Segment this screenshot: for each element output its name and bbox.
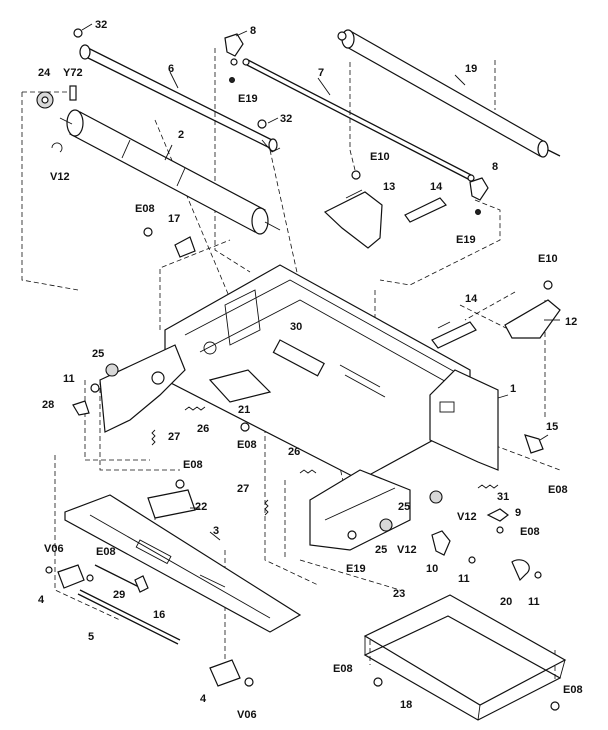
springs <box>151 406 499 516</box>
label-11-lower: 11 <box>458 573 470 585</box>
part-14a <box>404 197 447 223</box>
roller-4a <box>45 564 85 589</box>
label-22: 22 <box>195 501 207 513</box>
roller-shaft-6 <box>79 44 281 153</box>
label-21: 21 <box>238 404 250 416</box>
label-v06-bottom: V06 <box>237 709 257 721</box>
label-14-top: 14 <box>430 181 443 193</box>
screws-top <box>73 28 553 290</box>
bracket-8a <box>224 33 244 83</box>
label-24: 24 <box>38 67 51 79</box>
label-12: 12 <box>565 316 577 328</box>
label-e10-top: E10 <box>370 151 390 163</box>
roller-4b <box>209 659 254 687</box>
label-10: 10 <box>426 563 438 575</box>
left-side-plate <box>72 344 186 433</box>
label-26-center: 26 <box>288 446 300 458</box>
label-8-right: 8 <box>492 161 498 173</box>
screws-bottom <box>86 422 560 711</box>
label-16: 16 <box>153 609 165 621</box>
main-frame <box>164 264 471 481</box>
label-32-top: 32 <box>95 19 107 31</box>
label-27-center: 27 <box>237 483 249 495</box>
label-e08-mid: E08 <box>183 459 203 471</box>
base-plate-3 <box>64 494 302 633</box>
label-e08-upper: E08 <box>135 203 155 215</box>
label-e10-right: E10 <box>538 253 558 265</box>
label-e08-bottom-left: E08 <box>333 663 353 675</box>
shaft-7 <box>242 58 475 182</box>
label-1: 1 <box>510 383 516 395</box>
bracket-8b <box>469 177 489 215</box>
lower-bracket <box>309 469 411 551</box>
label-v06-left: V06 <box>44 543 64 555</box>
side-plate-1 <box>429 369 499 471</box>
label-2: 2 <box>178 129 184 141</box>
label-e19-right: E19 <box>456 234 476 246</box>
label-29: 29 <box>113 589 125 601</box>
part-21 <box>208 369 272 403</box>
label-11-left: 11 <box>63 373 75 385</box>
part-16 <box>134 575 149 593</box>
label-31: 31 <box>497 491 509 503</box>
leader-lines <box>81 23 560 541</box>
shaft-29 <box>94 564 146 591</box>
label-6: 6 <box>168 63 174 75</box>
label-e19-top: E19 <box>238 93 258 105</box>
part-14b <box>431 321 477 349</box>
label-y72: Y72 <box>63 67 83 79</box>
plate-23 <box>363 594 567 706</box>
label-19: 19 <box>465 63 477 75</box>
roller-19 <box>337 29 561 158</box>
label-v12-lower: V12 <box>397 544 417 556</box>
label-e08-bottom-right: E08 <box>563 684 583 696</box>
label-7: 7 <box>318 67 324 79</box>
part-15 <box>524 434 544 454</box>
part-labels: 32 8 24 Y72 6 7 19 E19 32 2 V12 E10 13 1… <box>38 19 583 721</box>
label-e08-right: E08 <box>548 484 568 496</box>
label-4-left: 4 <box>38 594 45 606</box>
label-30: 30 <box>290 321 302 333</box>
label-13: 13 <box>383 181 395 193</box>
label-v12-top: V12 <box>50 171 70 183</box>
roller-2 <box>36 85 281 235</box>
label-17: 17 <box>168 213 180 225</box>
label-v12-mid: V12 <box>457 511 477 523</box>
label-23: 23 <box>393 588 405 600</box>
part-12 <box>504 299 561 339</box>
label-11-right: 11 <box>528 596 540 608</box>
label-9: 9 <box>515 507 521 519</box>
label-28: 28 <box>42 399 54 411</box>
label-25-left: 25 <box>92 348 104 360</box>
label-25-lower: 25 <box>375 544 387 556</box>
label-20: 20 <box>500 596 512 608</box>
label-5: 5 <box>88 631 94 643</box>
label-3: 3 <box>213 525 219 537</box>
label-4-bottom: 4 <box>200 693 207 705</box>
part-17 <box>174 236 196 258</box>
part-13 <box>323 191 383 249</box>
label-15: 15 <box>546 421 558 433</box>
label-18: 18 <box>400 699 412 711</box>
label-32-mid: 32 <box>280 113 292 125</box>
label-8-top: 8 <box>250 25 256 37</box>
cover-18 <box>363 615 566 721</box>
label-e08-left: E08 <box>96 546 116 558</box>
label-26-left: 26 <box>197 423 209 435</box>
label-25-center: 25 <box>398 501 410 513</box>
label-e08-lower-right: E08 <box>520 526 540 538</box>
label-27-left: 27 <box>168 431 180 443</box>
label-14-lower: 14 <box>465 293 478 305</box>
shaft-5 <box>77 589 181 645</box>
label-e08-center: E08 <box>237 439 257 451</box>
small-parts-right <box>379 490 542 582</box>
label-e19-bottom: E19 <box>346 563 366 575</box>
part-22 <box>147 489 196 519</box>
